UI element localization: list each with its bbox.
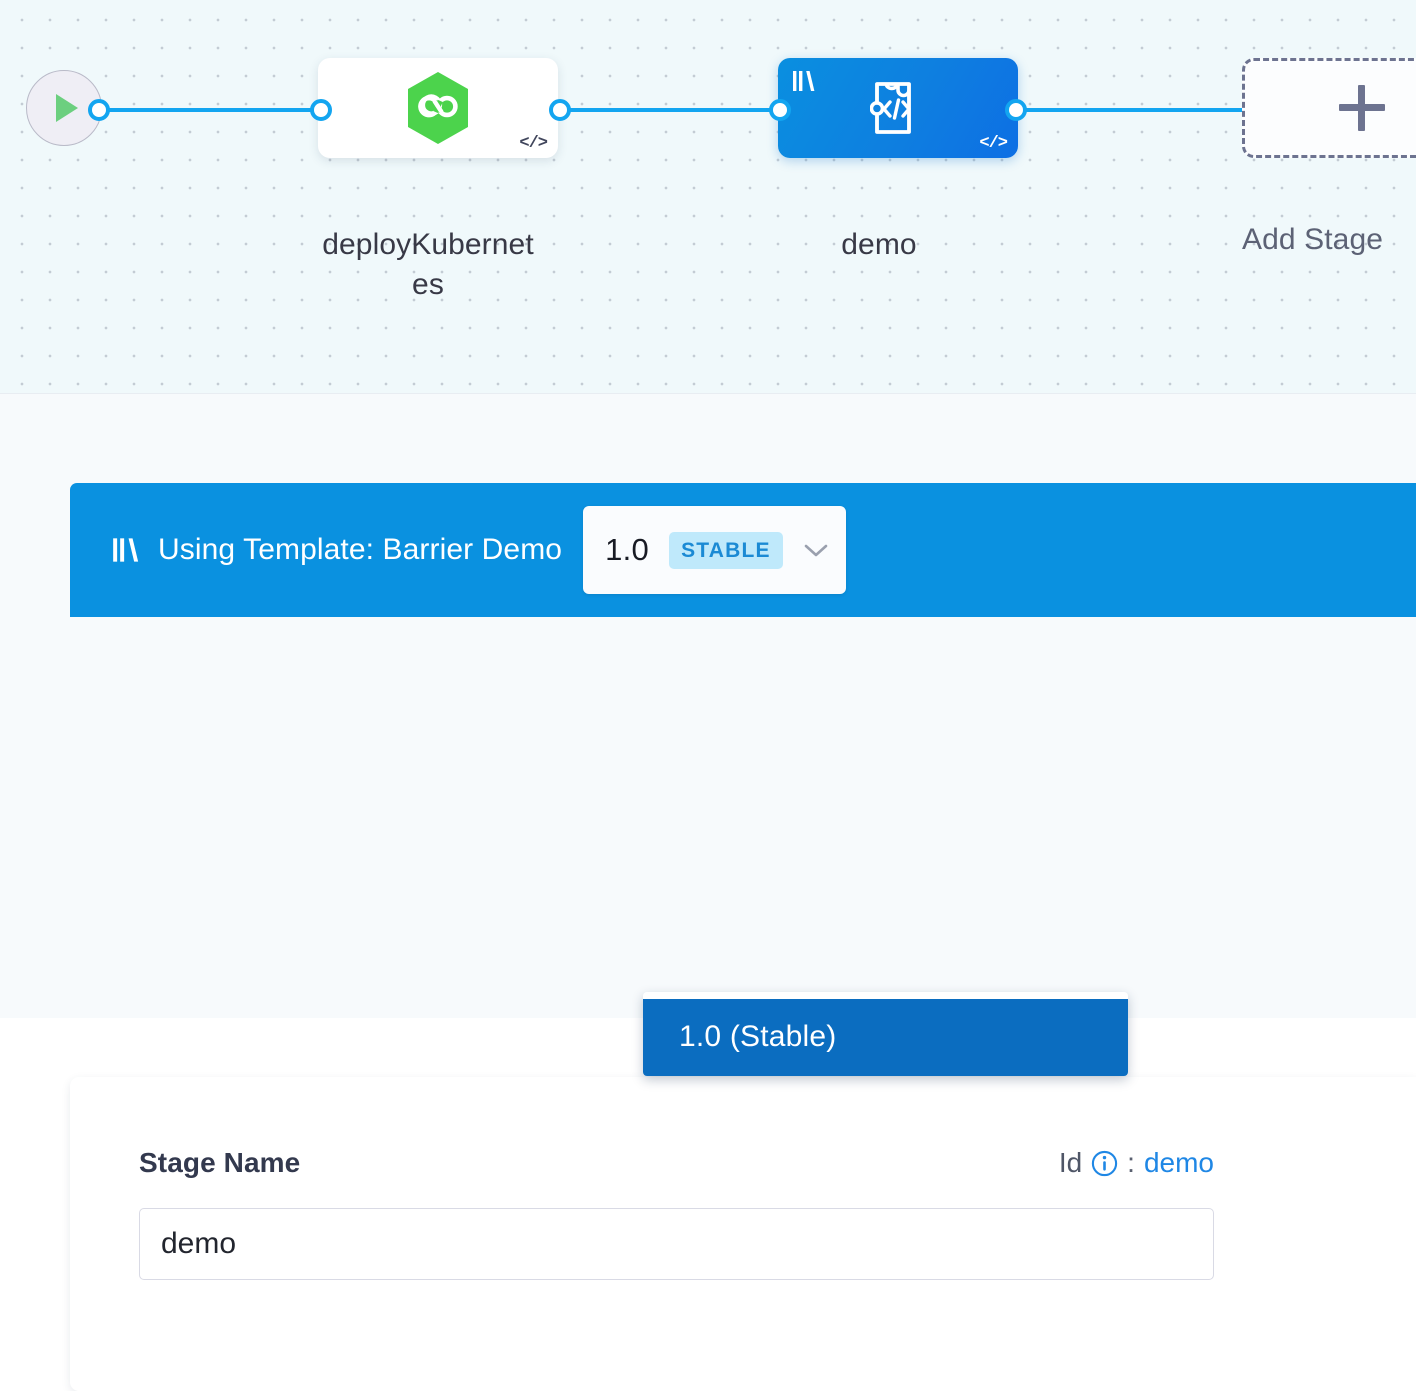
stage-detail-panel: Using Template: Barrier Demo 1.0 STABLE … xyxy=(0,394,1416,1391)
add-stage-label: Add Stage xyxy=(1242,223,1384,256)
pipeline-canvas[interactable]: </> </> deployKubernet es demo Add Stage xyxy=(0,0,1416,394)
template-version-value: 1.0 xyxy=(605,532,650,567)
puzzle-code-icon xyxy=(870,82,911,134)
edge-start-to-deploykubernetes xyxy=(96,108,328,112)
stage-id-value[interactable]: demo xyxy=(1143,1147,1214,1178)
connector-port-deploykubernetes-out[interactable] xyxy=(549,99,571,121)
stage-label-demo: demo xyxy=(841,228,917,261)
stage-name-label: Stage Name xyxy=(139,1147,301,1178)
using-template-banner: Using Template: Barrier Demo 1.0 STABLE xyxy=(70,483,1416,617)
using-template-label: Using Template: Barrier Demo xyxy=(158,533,563,566)
connector-port-demo-in[interactable] xyxy=(769,99,791,121)
chevron-down-icon[interactable] xyxy=(803,542,829,558)
code-glyph-icon: </> xyxy=(519,134,548,153)
stage-name-input[interactable] xyxy=(139,1208,1214,1280)
stage-id-group: Id : demo xyxy=(1059,1147,1214,1179)
template-version-dropdown[interactable]: 1.0 (Stable) xyxy=(643,992,1128,1076)
stage-label-deploykubernetes: deployKubernet es xyxy=(322,228,534,301)
stage-id-key: Id xyxy=(1058,1147,1083,1178)
connector-port-start-out[interactable] xyxy=(88,99,110,121)
add-stage-node[interactable] xyxy=(1242,58,1416,158)
stage-form-card: Stage Name Id : demo xyxy=(70,1077,1416,1391)
play-triangle-icon xyxy=(56,94,78,122)
edge-deploykubernetes-to-demo xyxy=(552,108,792,112)
connector-port-deploykubernetes-in[interactable] xyxy=(310,99,332,121)
stage-node-deploykubernetes[interactable]: </> xyxy=(318,58,558,158)
code-glyph-icon: </> xyxy=(979,134,1008,153)
template-version-selector[interactable]: 1.0 STABLE xyxy=(583,506,846,594)
template-library-icon xyxy=(113,538,139,562)
connector-port-demo-out[interactable] xyxy=(1005,99,1027,121)
stage-name-row: Stage Name Id : demo xyxy=(139,1147,1214,1179)
stable-badge: STABLE xyxy=(669,531,783,569)
edge-demo-to-add-stage xyxy=(1004,108,1254,112)
harness-hexagon-logo-icon xyxy=(408,72,468,144)
stage-id-separator: : xyxy=(1127,1147,1135,1178)
stage-node-demo[interactable]: </> xyxy=(778,58,1018,158)
template-library-icon xyxy=(793,71,815,91)
plus-icon xyxy=(1339,85,1385,131)
version-option-1-0-stable[interactable]: 1.0 (Stable) xyxy=(643,999,1128,1076)
info-circle-icon[interactable] xyxy=(1091,1150,1118,1177)
